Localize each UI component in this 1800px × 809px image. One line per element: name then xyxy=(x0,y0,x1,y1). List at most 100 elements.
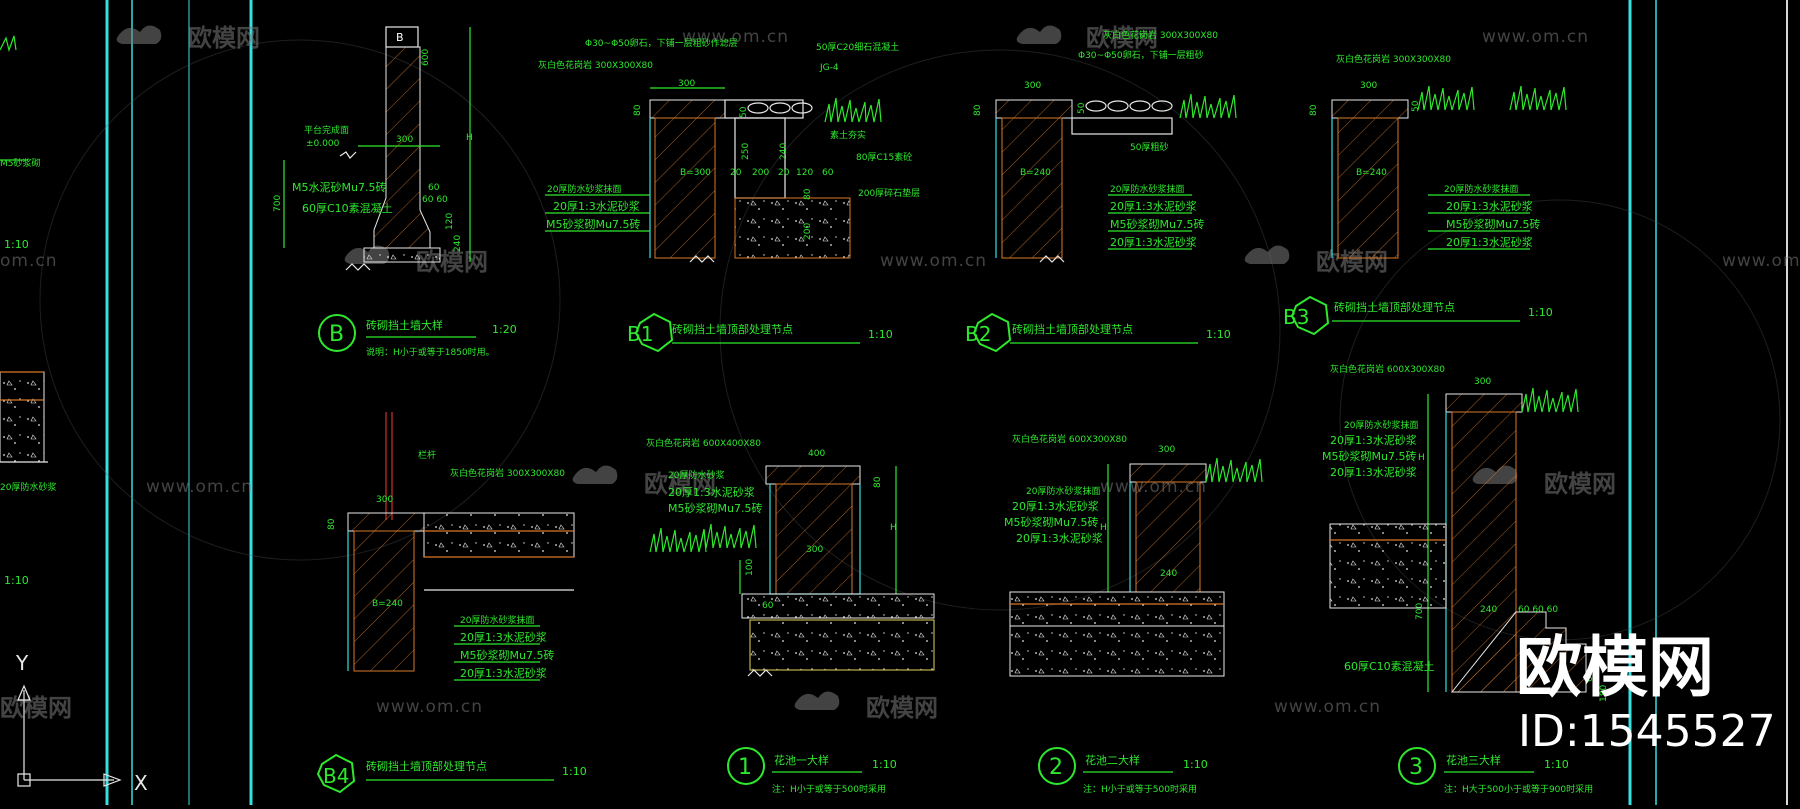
ucs-x-label: X xyxy=(134,771,148,795)
svg-text:M5砂浆砌Mu7.5砖: M5砂浆砌Mu7.5砖 xyxy=(1446,217,1540,231)
svg-text:M5砂浆砌Mu7.5砖: M5砂浆砌Mu7.5砖 xyxy=(1110,217,1204,231)
svg-text:B=240: B=240 xyxy=(372,599,403,609)
svg-text:灰白色花岗岩 600X400X80: 灰白色花岗岩 600X400X80 xyxy=(646,437,761,449)
svg-text:120: 120 xyxy=(445,213,455,230)
detail-b3-title-text: 砖砌挡土墙顶部处理节点 xyxy=(1334,300,1455,314)
brand-id-label: ID:1545527 xyxy=(1518,706,1776,757)
svg-text:300: 300 xyxy=(678,79,695,89)
svg-text:M5砂浆砌Mu7.5砖: M5砂浆砌Mu7.5砖 xyxy=(546,217,640,231)
watermark-url: www.om.cn xyxy=(146,477,253,497)
watermark-brand: 欧模网 xyxy=(0,694,72,722)
svg-text:300: 300 xyxy=(1474,377,1491,387)
svg-text:100: 100 xyxy=(745,559,755,576)
flowerbed-3-key: 3 xyxy=(1409,755,1423,780)
watermark-logo xyxy=(1016,25,1062,44)
detail-b-drawing: B 600 H 300 平台完成面 ±0.000 M5水泥砂Mu7.5砖 60厚… xyxy=(273,26,473,271)
svg-text:60厚C10素混凝土: 60厚C10素混凝土 xyxy=(302,201,393,215)
svg-text:60 60 60: 60 60 60 xyxy=(1518,605,1558,615)
svg-text:250: 250 xyxy=(741,143,751,160)
svg-text:H: H xyxy=(466,133,473,143)
svg-text:60 60: 60 60 xyxy=(422,195,448,205)
svg-text:180: 180 xyxy=(1599,685,1609,702)
svg-text:20厚1:3水泥砂浆: 20厚1:3水泥砂浆 xyxy=(1446,199,1533,213)
watermark-logo xyxy=(116,25,162,44)
svg-text:300: 300 xyxy=(1024,81,1041,91)
watermark-brand: 欧模网 xyxy=(644,470,716,498)
svg-text:80: 80 xyxy=(327,518,337,530)
svg-text:灰白色花岗岩 300X300X80: 灰白色花岗岩 300X300X80 xyxy=(1103,29,1218,41)
detail-b1-key: B1 xyxy=(627,322,653,346)
watermark-url: www.om.cn xyxy=(1722,251,1800,271)
detail-b-title: B 砖砌挡土墙大样 1:20 说明：H小于或等于1850时用。 xyxy=(318,314,517,358)
svg-text:B=300: B=300 xyxy=(680,168,711,178)
svg-text:300: 300 xyxy=(396,135,413,145)
detail-b3-title: B3 砖砌挡土墙顶部处理节点 1:10 xyxy=(1283,295,1553,336)
watermark-brand: 欧模网 xyxy=(1086,24,1158,52)
left-stub-a: M5砂浆砌 xyxy=(0,157,41,169)
svg-text:80: 80 xyxy=(633,104,643,116)
svg-text:240: 240 xyxy=(1160,569,1177,579)
flowerbed-2-drawing: 灰白色花岗岩 600X300X80 300 H 20厚防水砂浆抹面 20厚1:3… xyxy=(1004,433,1263,677)
ucs-icon: Y X xyxy=(15,651,148,795)
flowerbed-3-title-text: 花池三大样 xyxy=(1446,753,1501,767)
svg-text:20厚防水砂浆抹面: 20厚防水砂浆抹面 xyxy=(1026,485,1100,497)
svg-text:240: 240 xyxy=(779,143,789,160)
svg-text:±0.000: ±0.000 xyxy=(306,139,340,149)
svg-text:240: 240 xyxy=(1480,605,1497,615)
svg-text:M5水泥砂Mu7.5砖: M5水泥砂Mu7.5砖 xyxy=(292,180,386,194)
svg-text:20厚1:3水泥砂浆: 20厚1:3水泥砂浆 xyxy=(1016,531,1103,545)
svg-text:50厚粗砂: 50厚粗砂 xyxy=(1130,141,1168,153)
svg-text:20厚1:3水泥砂浆: 20厚1:3水泥砂浆 xyxy=(460,630,547,644)
left-scale-b: 1:10 xyxy=(4,574,29,587)
svg-text:80厚C15素砼: 80厚C15素砼 xyxy=(856,151,912,163)
flowerbed-1-scale: 1:10 xyxy=(872,758,897,771)
detail-b2-scale: 1:10 xyxy=(1206,328,1231,341)
svg-text:灰白色花岗岩 300X300X80: 灰白色花岗岩 300X300X80 xyxy=(1336,53,1451,65)
svg-text:20厚1:3水泥砂浆: 20厚1:3水泥砂浆 xyxy=(1110,199,1197,213)
flowerbed-1-title-text: 花池一大样 xyxy=(774,753,829,767)
svg-text:60厚C10素混凝土: 60厚C10素混凝土 xyxy=(1344,659,1435,673)
detail-b3-key: B3 xyxy=(1283,305,1309,329)
svg-text:H: H xyxy=(890,523,897,533)
svg-text:200: 200 xyxy=(803,223,813,240)
svg-text:20: 20 xyxy=(778,168,790,178)
detail-b4-drawing: 栏杆 灰白色花岗岩 300X300X80 300 80 B=240 20厚防水砂… xyxy=(327,412,575,681)
watermark-url: www.om.cn xyxy=(376,697,483,717)
svg-text:20厚1:3水泥砂浆: 20厚1:3水泥砂浆 xyxy=(1012,499,1099,513)
detail-b4-title-text: 砖砌挡土墙顶部处理节点 xyxy=(366,759,487,773)
svg-text:H: H xyxy=(1100,523,1107,533)
svg-text:80: 80 xyxy=(1309,104,1319,116)
svg-text:灰白色花岗岩 600X300X80: 灰白色花岗岩 600X300X80 xyxy=(1012,433,1127,445)
flowerbed-1-drawing: 灰白色花岗岩 600X400X80 400 80 H 300 20厚防水砂浆 2… xyxy=(646,437,935,677)
svg-text:20厚防水砂浆抹面: 20厚防水砂浆抹面 xyxy=(1444,183,1518,195)
svg-text:80: 80 xyxy=(973,104,983,116)
left-scale-a: 1:10 xyxy=(4,238,29,251)
flowerbed-1-title: 1 花池一大样 1:10 注：H小于或等于500时采用 xyxy=(727,747,897,795)
detail-b2-title-text: 砖砌挡土墙顶部处理节点 xyxy=(1012,322,1133,336)
detail-b3-drawing: 灰白色花岗岩 300X300X80 300 80 50 B=240 20厚防水砂… xyxy=(1309,53,1567,259)
detail-b1-drawing: Φ30~Φ50卵石，下铺一层粗砂作滤层 灰白色花岗岩 300X300X80 50… xyxy=(538,37,920,263)
detail-b-title-text: 砖砌挡土墙大样 xyxy=(366,318,443,332)
svg-text:JG-4: JG-4 xyxy=(819,63,839,73)
svg-text:60: 60 xyxy=(762,601,774,611)
svg-text:50: 50 xyxy=(1077,102,1087,114)
svg-text:B=240: B=240 xyxy=(1020,168,1051,178)
detail-b4-key: B4 xyxy=(323,764,349,788)
svg-text:20厚防水砂浆抹面: 20厚防水砂浆抹面 xyxy=(1110,183,1184,195)
svg-text:20厚防水砂浆抹面: 20厚防水砂浆抹面 xyxy=(1344,419,1418,431)
svg-text:50: 50 xyxy=(739,106,749,118)
flowerbed-3-note: 注：H大于500小于或等于900时采用 xyxy=(1444,783,1593,795)
svg-text:B=240: B=240 xyxy=(1356,168,1387,178)
flowerbed-2-title-text: 花池二大样 xyxy=(1085,753,1140,767)
flowerbed-2-key: 2 xyxy=(1049,755,1063,780)
flowerbed-2-scale: 1:10 xyxy=(1183,758,1208,771)
svg-text:600: 600 xyxy=(421,49,431,66)
svg-text:M5砂浆砌Mu7.5砖: M5砂浆砌Mu7.5砖 xyxy=(460,648,554,662)
svg-text:300: 300 xyxy=(1158,445,1175,455)
svg-text:栏杆: 栏杆 xyxy=(418,449,436,461)
svg-text:灰白色花岗岩 600X300X80: 灰白色花岗岩 600X300X80 xyxy=(1330,363,1445,375)
svg-text:M5砂浆砌Mu7.5砖: M5砂浆砌Mu7.5砖 xyxy=(1322,449,1416,463)
svg-text:20厚防水砂浆: 20厚防水砂浆 xyxy=(668,469,724,481)
